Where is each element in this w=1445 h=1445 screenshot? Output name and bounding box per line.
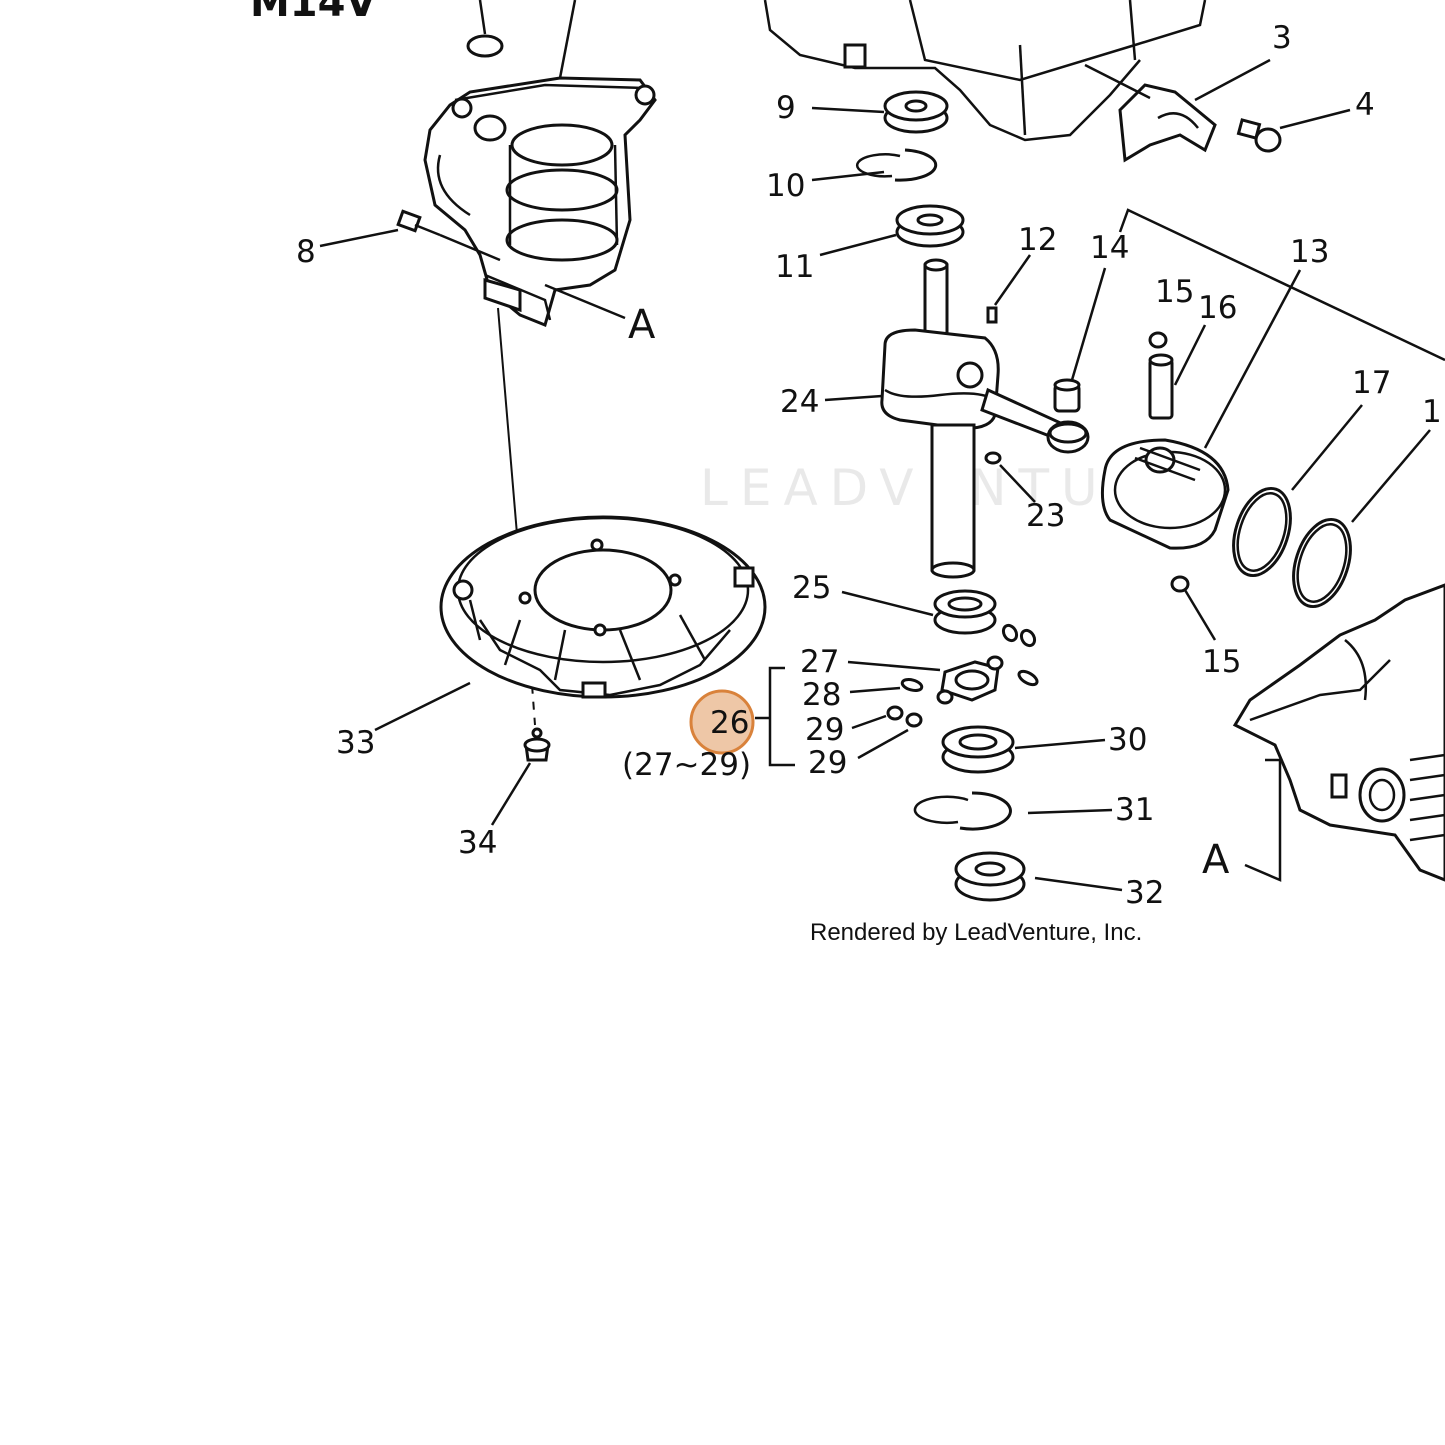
callout-9[interactable]: 9	[776, 90, 796, 126]
part-piston-ring-17	[1232, 486, 1292, 578]
callout-16[interactable]: 16	[1198, 290, 1237, 326]
part-retainer-27	[936, 655, 1004, 705]
callout-32[interactable]: 32	[1125, 875, 1164, 911]
callout-24[interactable]: 24	[780, 384, 819, 420]
callout-23[interactable]: 23	[1026, 498, 1065, 534]
callout-27[interactable]: 27	[800, 644, 839, 680]
part-bolt-8	[396, 209, 441, 237]
part-clamp	[1118, 83, 1217, 163]
part-nut-34	[523, 727, 551, 762]
callout-15-top[interactable]: 15	[1155, 274, 1194, 310]
part-crankshaft-24	[880, 258, 1090, 579]
callout-A-left[interactable]: A	[628, 302, 656, 348]
part-seal-9	[883, 90, 949, 134]
group-range-label: (27∼29)	[622, 747, 751, 783]
callout-25[interactable]: 25	[792, 570, 831, 606]
part-washer-23	[984, 451, 1002, 465]
callout-12[interactable]: 12	[1018, 222, 1057, 258]
callout-15-bottom[interactable]: 15	[1202, 644, 1241, 680]
callout-11[interactable]: 11	[775, 249, 814, 285]
callout-8[interactable]: 8	[296, 234, 316, 270]
part-bolt-4	[1236, 118, 1282, 153]
model-title: M14V	[250, 0, 376, 26]
group-bracket	[768, 666, 795, 767]
part-needle-bearing-14	[1053, 378, 1081, 413]
callout-30[interactable]: 30	[1108, 722, 1147, 758]
part-housing-top	[763, 0, 1207, 142]
part-o-rings-29	[886, 705, 923, 728]
callout-A-right[interactable]: A	[1202, 837, 1230, 883]
callout-18[interactable]: 1	[1422, 394, 1442, 430]
callout-17[interactable]: 17	[1352, 365, 1391, 401]
part-crankcase	[423, 76, 657, 328]
part-ring-31	[913, 791, 1012, 831]
part-circlip-15-top	[1148, 331, 1168, 349]
part-ring-10	[855, 148, 938, 182]
callout-33[interactable]: 33	[336, 725, 375, 761]
part-plate-33	[439, 515, 767, 699]
callout-29-a[interactable]: 29	[805, 712, 844, 748]
highlighted-callout-26[interactable]: 26	[689, 689, 755, 755]
part-bearing-25	[933, 589, 997, 635]
callout-10[interactable]: 10	[766, 168, 805, 204]
callout-28[interactable]: 28	[802, 677, 841, 713]
callout-13[interactable]: 13	[1290, 234, 1329, 270]
credit-text: Rendered by LeadVenture, Inc.	[810, 919, 1142, 946]
part-small-pins	[1001, 623, 1039, 687]
part-bearing-30	[941, 725, 1015, 774]
part-cap	[466, 0, 504, 58]
callout-14[interactable]: 14	[1090, 230, 1129, 266]
part-bearing-11	[895, 204, 965, 248]
callout-3[interactable]: 3	[1272, 20, 1292, 56]
part-piston-13	[1100, 438, 1230, 550]
part-cylinder	[1232, 583, 1445, 882]
part-pin-28	[900, 678, 924, 692]
part-piston-ring-18	[1292, 517, 1352, 609]
callout-29-b[interactable]: 29	[808, 745, 847, 781]
part-piston-pin-16	[1148, 353, 1174, 420]
part-seal-32	[954, 851, 1026, 902]
callout-31[interactable]: 31	[1115, 792, 1154, 828]
callout-4[interactable]: 4	[1355, 87, 1375, 123]
part-circlip-15-bottom	[1170, 575, 1190, 593]
callout-34[interactable]: 34	[458, 825, 497, 861]
callout-26[interactable]: 26	[710, 705, 749, 741]
part-key-12	[986, 306, 998, 324]
